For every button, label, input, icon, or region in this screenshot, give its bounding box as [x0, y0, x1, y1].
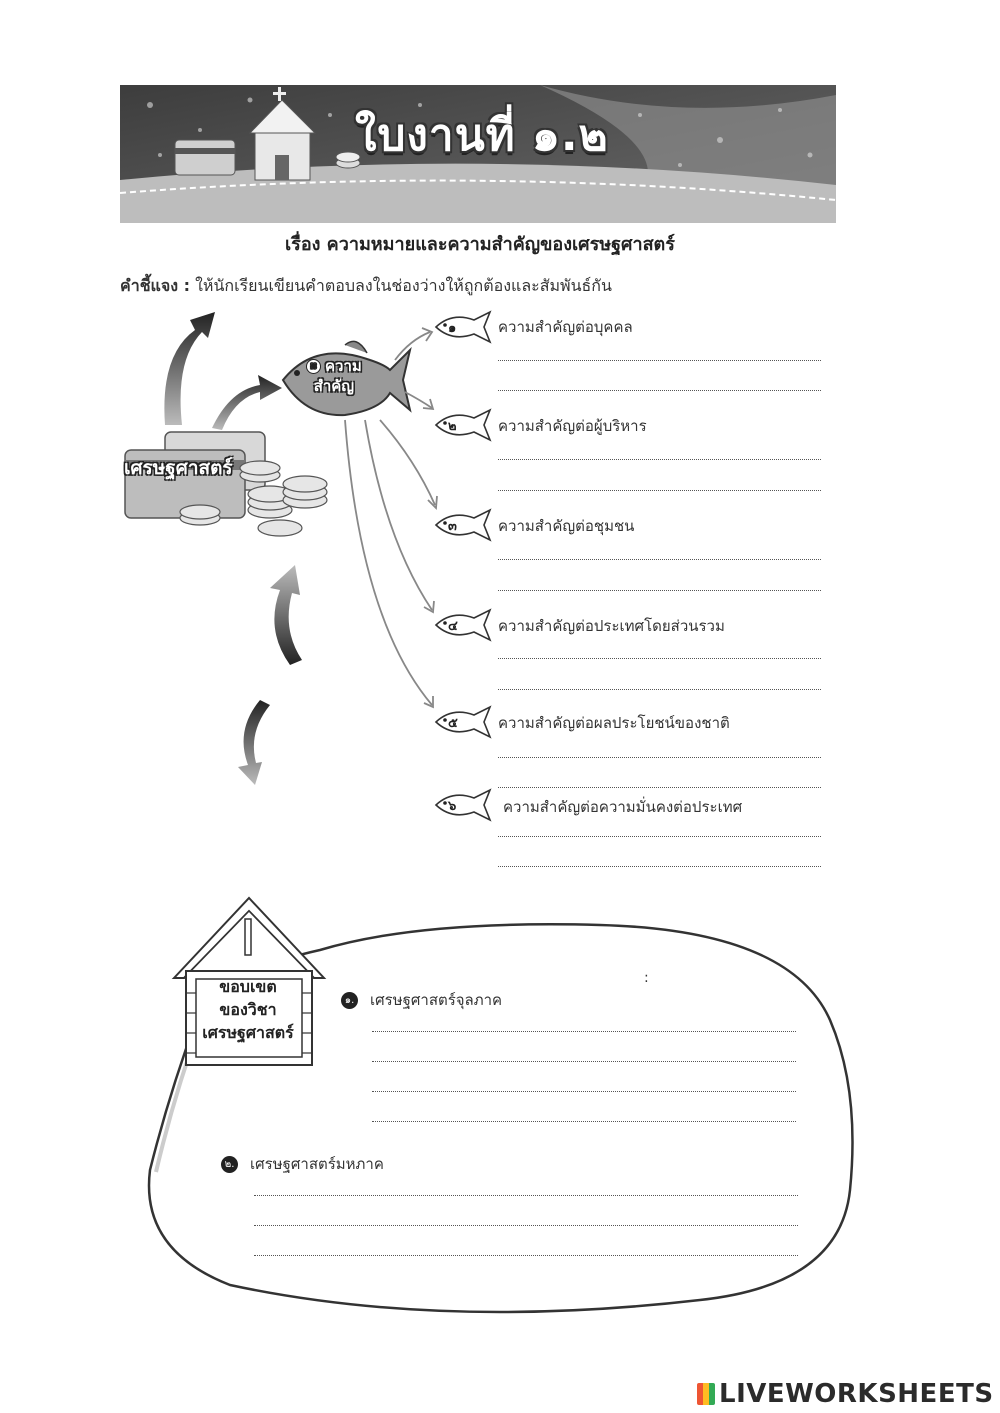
directions-text: ให้นักเรียนเขียนคำตอบลงในช่องว่างให้ถูกต… [190, 276, 612, 295]
scope-item-micro: ๑. เศรษฐศาสตร์จุลภาค [341, 988, 502, 1012]
answer-line[interactable] [498, 390, 821, 391]
directions: คำชี้แจง : ให้นักเรียนเขียนคำตอบลงในช่อง… [120, 274, 612, 299]
left-arrows [124, 312, 328, 785]
answer-line[interactable] [372, 1091, 796, 1092]
logo-mark-icon [697, 1383, 715, 1405]
arrow-right-icon [212, 375, 282, 430]
connector-arrows [344, 327, 438, 709]
item-label: ความสำคัญต่อผู้บริหาร [498, 417, 647, 435]
scope-label: เศรษฐศาสตร์มหภาค [250, 1155, 384, 1173]
economics-illustration [124, 431, 328, 537]
answer-line[interactable] [254, 1225, 798, 1226]
item-label: ความสำคัญต่อบุคคล [498, 318, 633, 336]
big-fish-label: ๑ ความ สำคัญ [306, 356, 362, 396]
importance-item-2 [432, 408, 494, 446]
credit-card-icon [174, 139, 236, 176]
answer-line[interactable] [372, 1121, 796, 1122]
importance-item-5 [432, 705, 494, 743]
scope-item-macro: ๒. เศรษฐศาสตร์มหภาค [221, 1152, 384, 1176]
answer-line[interactable] [254, 1255, 798, 1256]
answer-line[interactable] [372, 1031, 796, 1032]
item-number: ๖ [448, 799, 457, 814]
item-number: ๔ [448, 619, 458, 634]
item-label: ความสำคัญต่อชุมชน [498, 517, 635, 535]
big-fish-number: ๑ [306, 359, 321, 374]
house-line2: ของวิชา [219, 1000, 277, 1019]
fish-icon [434, 608, 492, 642]
answer-line[interactable] [498, 787, 821, 788]
subject-heading: เรื่อง ความหมายและความสำคัญของเศรษฐศาสตร… [285, 234, 675, 255]
scope-house-label: ขอบเขต ของวิชา เศรษฐศาสตร์ [186, 975, 310, 1044]
fish-icon [434, 408, 492, 442]
answer-line[interactable] [498, 757, 821, 758]
scope-label: เศรษฐศาสตร์จุลภาค [370, 991, 503, 1009]
house-line1: ขอบเขต [219, 977, 277, 996]
fish-icon [434, 508, 492, 542]
answer-line[interactable] [498, 866, 821, 867]
directions-label: คำชี้แจง : [120, 276, 191, 295]
coins-icon [335, 151, 361, 169]
item-number: ๓ [448, 519, 457, 534]
item-number: ๕ [448, 716, 458, 731]
logo-text: LIVEWORKSHEETS [719, 1379, 994, 1409]
banner-graphic [120, 85, 836, 223]
arrow-down-icon [270, 565, 302, 665]
scope-number: ๒. [221, 1156, 238, 1173]
arrow-up-icon [164, 312, 215, 425]
economics-label: เศรษฐศาสตร์ [124, 457, 233, 479]
answer-line[interactable] [498, 360, 821, 361]
worksheet-title: ใบงานที่ ๑.๒ [355, 110, 609, 161]
importance-item-3 [432, 508, 494, 546]
arrow-down-small-icon [238, 700, 270, 785]
scope-number: ๑. [341, 992, 358, 1009]
answer-line[interactable] [498, 559, 821, 560]
answer-line[interactable] [498, 836, 821, 837]
fish-icon [434, 788, 492, 822]
answer-line[interactable] [498, 459, 821, 460]
big-fish-line2: สำคัญ [313, 377, 355, 395]
house-icon [171, 896, 327, 1066]
fish-icon [434, 310, 492, 344]
importance-item-1 [432, 310, 494, 348]
answer-line[interactable] [372, 1061, 796, 1062]
church-icon [248, 87, 317, 181]
header-banner [120, 85, 836, 223]
answer-line[interactable] [254, 1195, 798, 1196]
item-label: ความสำคัญต่อความมั่นคงต่อประเทศ [503, 798, 743, 816]
importance-item-4 [432, 608, 494, 646]
liveworksheets-logo: LIVEWORKSHEETS [697, 1379, 994, 1409]
item-label: ความสำคัญต่อประเทศโดยส่วนรวม [498, 617, 725, 635]
colon-mark: : [644, 970, 649, 986]
answer-line[interactable] [498, 490, 821, 491]
answer-line[interactable] [498, 658, 821, 659]
house-line3: เศรษฐศาสตร์ [202, 1023, 294, 1042]
item-label: ความสำคัญต่อผลประโยชน์ของชาติ [498, 714, 730, 732]
big-fish-line1: ความ [325, 357, 362, 375]
answer-line[interactable] [498, 590, 821, 591]
importance-item-6 [432, 788, 494, 826]
item-number: ๑ [448, 321, 457, 336]
answer-line[interactable] [498, 689, 821, 690]
fish-icon [434, 705, 492, 739]
item-number: ๒ [448, 419, 457, 434]
